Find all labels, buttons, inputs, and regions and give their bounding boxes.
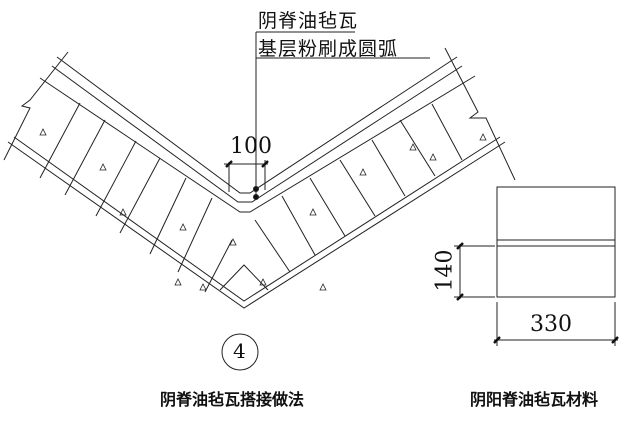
detail-circle [221, 333, 259, 371]
label-base-plaster-arc: 基层粉刷成圆弧 [258, 38, 399, 60]
break-line-left [3, 51, 69, 161]
concrete-aggregate-marks [39, 128, 487, 291]
slab-bottom-line-2 [13, 136, 501, 302]
detail-number: 4 [233, 339, 246, 363]
shingle-piece-outline [496, 186, 616, 298]
leader-dot [253, 186, 259, 192]
dimension-140: 140 [432, 249, 458, 292]
leader-dot [253, 194, 259, 200]
slab-bottom-line [7, 141, 506, 309]
caption-valley-overlap-method: 阴脊油毡瓦搭接做法 [160, 390, 305, 409]
shingle-second-line [51, 65, 463, 203]
slab-joint [64, 119, 106, 196]
dimension-100: 100 [230, 134, 272, 159]
slab-joint [431, 103, 463, 161]
slab-joint [119, 157, 161, 234]
slab-joint [177, 197, 213, 273]
apex-joint [219, 264, 269, 291]
slab-joint [95, 140, 137, 217]
base-plaster-line [39, 75, 476, 213]
slab-joint [254, 219, 291, 273]
break-line-right [444, 47, 516, 181]
slab-joint [39, 102, 81, 179]
label-valley-shingle: 阴脊油毡瓦 [258, 10, 359, 32]
slab-joint [399, 119, 436, 177]
slab-joint [371, 139, 406, 197]
slab-joint [281, 195, 316, 256]
dimension-ticks [225, 160, 619, 344]
dimension-330: 330 [530, 312, 572, 337]
slab-joint [204, 239, 233, 293]
caption-ridge-shingle-material: 阴阳脊油毡瓦材料 [470, 390, 599, 409]
slab-joint [149, 177, 187, 255]
shingle-top-line [56, 56, 458, 194]
slab-joint [309, 177, 346, 237]
slab-joint [339, 159, 376, 217]
